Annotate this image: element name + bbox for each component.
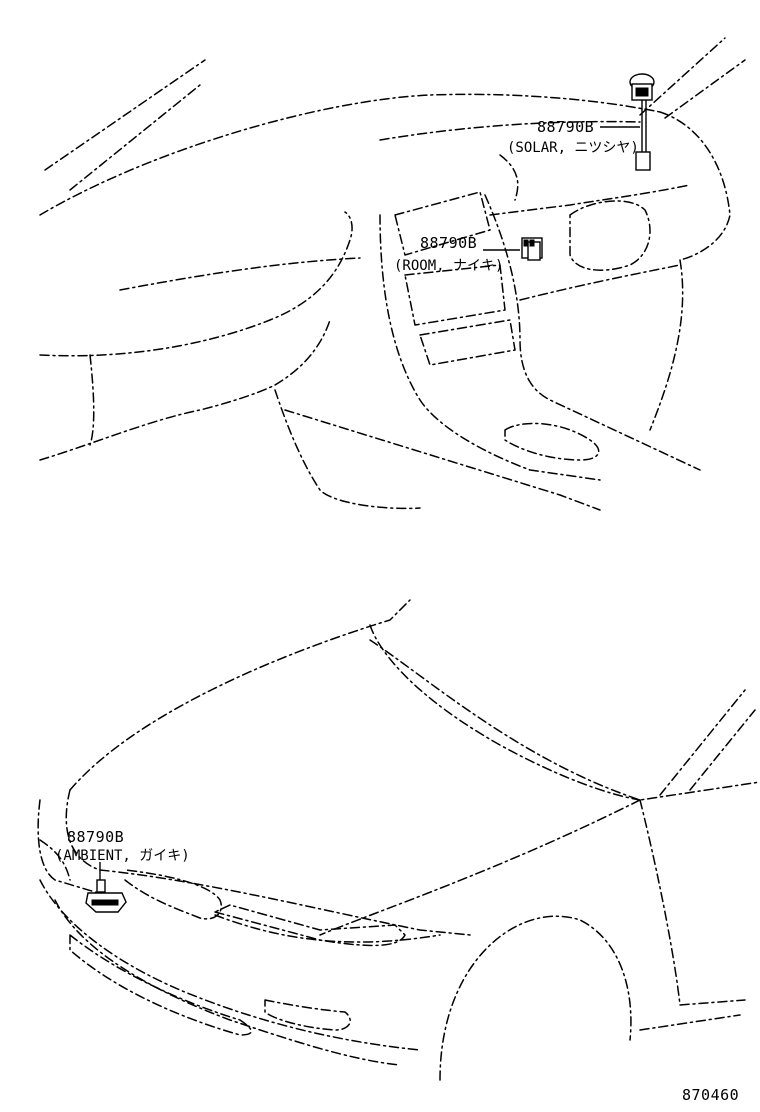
center-stack-outline bbox=[379, 214, 601, 481]
ambient-part-number: 88790B bbox=[67, 828, 124, 846]
dash-left-line bbox=[119, 257, 361, 291]
center-mid-panel bbox=[404, 264, 506, 326]
bumper-top bbox=[37, 799, 106, 896]
door-line bbox=[284, 409, 601, 511]
fender-wheel-arch bbox=[439, 915, 632, 1081]
solar-part-desc: (SOLAR, ニツシヤ) bbox=[507, 140, 639, 156]
windshield-line-2 bbox=[69, 84, 201, 191]
windshield-base bbox=[319, 799, 641, 936]
bumper-corner bbox=[39, 839, 71, 881]
dash-right-lower bbox=[649, 259, 684, 431]
fender-side bbox=[639, 799, 746, 1006]
dash-top-inner bbox=[379, 120, 641, 141]
fog-light bbox=[264, 999, 351, 1031]
windshield-line-3 bbox=[639, 37, 726, 116]
dashboard-view bbox=[39, 37, 746, 511]
windshield-line-4 bbox=[664, 59, 746, 119]
center-air-vent bbox=[569, 200, 651, 271]
hood-top-outline bbox=[69, 599, 411, 791]
dash-left-curve bbox=[89, 354, 95, 446]
glovebox-line bbox=[274, 389, 421, 510]
solar-part-number: 88790B bbox=[537, 118, 594, 136]
ambient-sensor bbox=[85, 879, 127, 913]
room-part-desc: (ROOM, ナイキ) bbox=[394, 258, 503, 274]
ambient-part-desc: (AMBIENT, ガイキ) bbox=[55, 848, 190, 864]
room-sensor bbox=[521, 237, 543, 261]
center-low-panel bbox=[419, 319, 516, 366]
dash-mid-line bbox=[499, 154, 519, 201]
bumper-face bbox=[39, 879, 421, 1051]
hood-left-edge bbox=[65, 789, 101, 871]
dash-right-side bbox=[659, 111, 731, 261]
hood-fold-line bbox=[369, 639, 760, 801]
illustration-number: 870460 bbox=[682, 1086, 739, 1104]
hood-center-line bbox=[369, 624, 641, 801]
front-view bbox=[37, 599, 760, 1081]
a-pillar-1 bbox=[659, 689, 746, 796]
center-top-panel bbox=[394, 191, 491, 256]
bumper-lower bbox=[54, 899, 401, 1066]
hood-front-edge bbox=[99, 869, 471, 936]
center-stack-right bbox=[484, 194, 701, 471]
fender-top bbox=[214, 914, 441, 943]
fender-side-2 bbox=[639, 1014, 741, 1031]
dash-left-lower bbox=[39, 319, 331, 461]
room-part-number: 88790B bbox=[420, 234, 477, 252]
windshield-line-1 bbox=[44, 59, 206, 171]
solar-sensor bbox=[629, 73, 655, 171]
dash-top-outline bbox=[39, 93, 661, 216]
bumper-intake bbox=[69, 934, 252, 1036]
dash-lower-right bbox=[519, 264, 681, 301]
console-tray bbox=[504, 422, 600, 461]
headlight bbox=[214, 904, 406, 947]
dash-left-hood bbox=[39, 211, 353, 357]
dash-vent-line bbox=[489, 184, 691, 216]
a-pillar-2 bbox=[689, 709, 756, 791]
grille-outline bbox=[124, 869, 222, 920]
